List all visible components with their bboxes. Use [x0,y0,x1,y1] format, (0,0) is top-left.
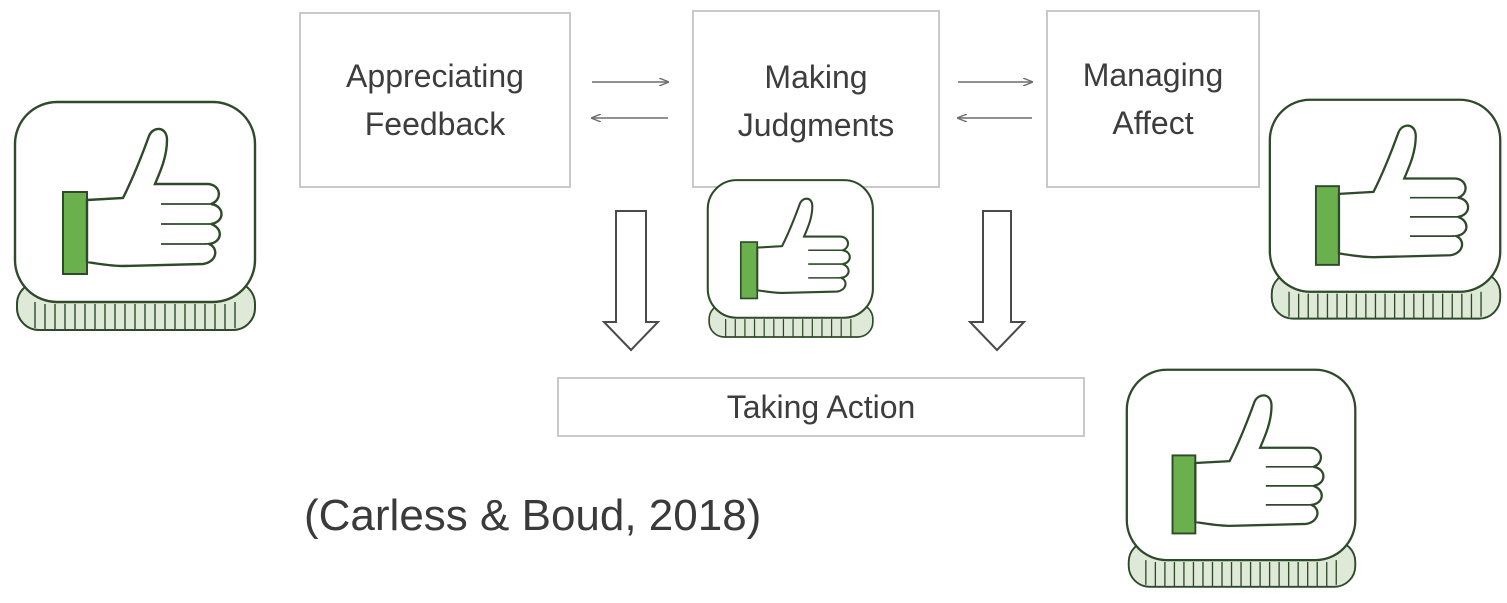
node-label-line: Judgments [737,107,895,143]
node-appreciating-feedback: Appreciating Feedback [299,12,571,188]
node-label-line: Taking Action [726,389,916,425]
thumbs-up-icon [13,100,257,331]
node-label-line: Making [764,59,868,95]
node-making-judgments: Making Judgments [692,10,940,188]
edge-appreciating-to-action [601,210,661,352]
citation: (Carless & Boud, 2018) [304,491,762,540]
thumbs-up-icon [1125,368,1357,588]
node-label-line: Feedback [364,106,506,142]
edge-affect-to-action [967,210,1027,352]
node-taking-action: Taking Action [557,377,1085,437]
node-label-line: Affect [1112,105,1194,141]
node-label-line: Managing [1082,57,1224,93]
node-label-line: Appreciating [346,58,524,94]
thumbs-up-icon [706,179,874,338]
node-managing-affect: Managing Affect [1046,10,1260,188]
thumbs-up-icon [1268,98,1502,320]
